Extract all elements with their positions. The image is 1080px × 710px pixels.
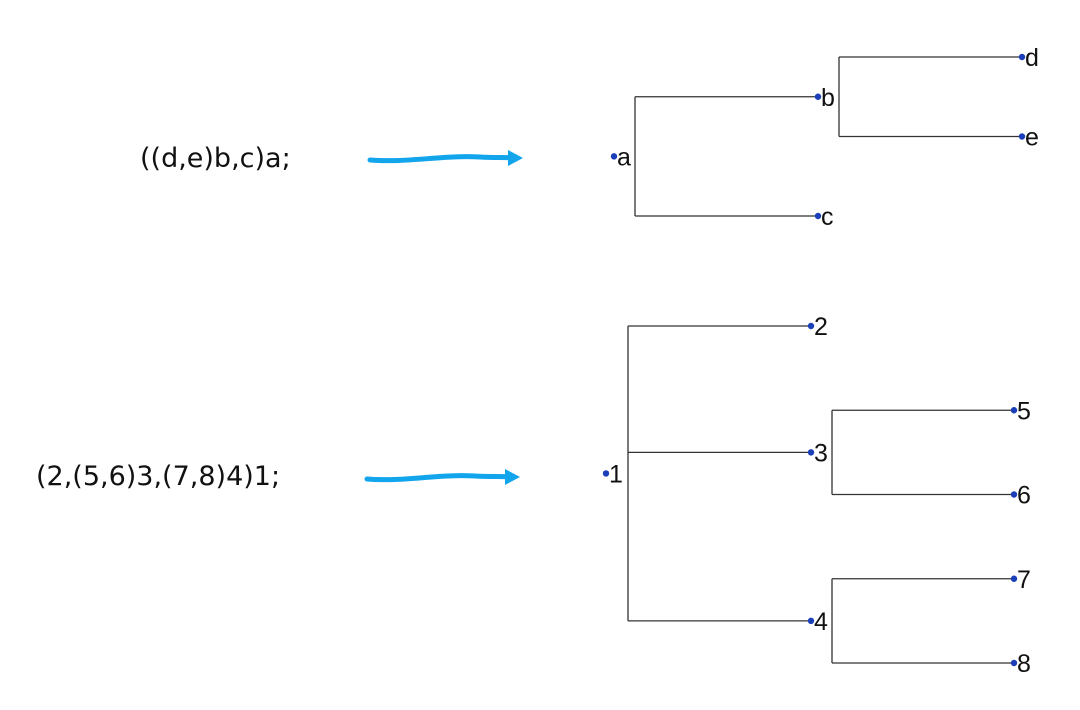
tree-node-6 (1010, 491, 1018, 498)
node-label-6: 6 (1017, 482, 1031, 510)
tree-node-8 (1010, 659, 1018, 667)
tree-node-2 (807, 322, 815, 330)
tree-node-3 (807, 449, 815, 456)
node-label-3: 3 (814, 439, 828, 467)
node-label-5: 5 (1017, 397, 1031, 425)
tree-node-b (814, 93, 822, 100)
tree-node-a (610, 153, 618, 160)
tree-1: d e b c a (610, 44, 1039, 231)
node-label-7: 7 (1017, 566, 1031, 594)
tree-node-5 (1010, 407, 1018, 414)
node-label-a: a (617, 143, 631, 171)
newick-string-2: (2,(5,6)3,(7,8)4)1; (36, 461, 281, 492)
arrow-1 (367, 154, 517, 164)
node-label-c: c (821, 203, 834, 231)
node-label-e: e (1025, 124, 1039, 152)
tree-node-e (1018, 133, 1026, 140)
tree-node-7 (1010, 575, 1018, 582)
newick-string-1: ((d,e)b,c)a; (140, 143, 291, 174)
tree-2: 2 5 6 3 7 8 4 1 (602, 313, 1031, 678)
node-label-1: 1 (609, 460, 623, 488)
arrowhead-2 (505, 469, 520, 485)
arrowhead-1 (508, 150, 523, 166)
node-label-8: 8 (1017, 650, 1031, 678)
node-label-2: 2 (814, 313, 828, 341)
tree-node-1 (602, 470, 610, 477)
node-label-4: 4 (814, 608, 828, 636)
node-label-b: b (821, 84, 835, 112)
tree-node-d (1018, 53, 1026, 61)
tree-node-c (814, 212, 822, 220)
node-label-d: d (1025, 44, 1039, 72)
arrow-2 (364, 473, 514, 483)
tree-node-4 (807, 617, 815, 625)
